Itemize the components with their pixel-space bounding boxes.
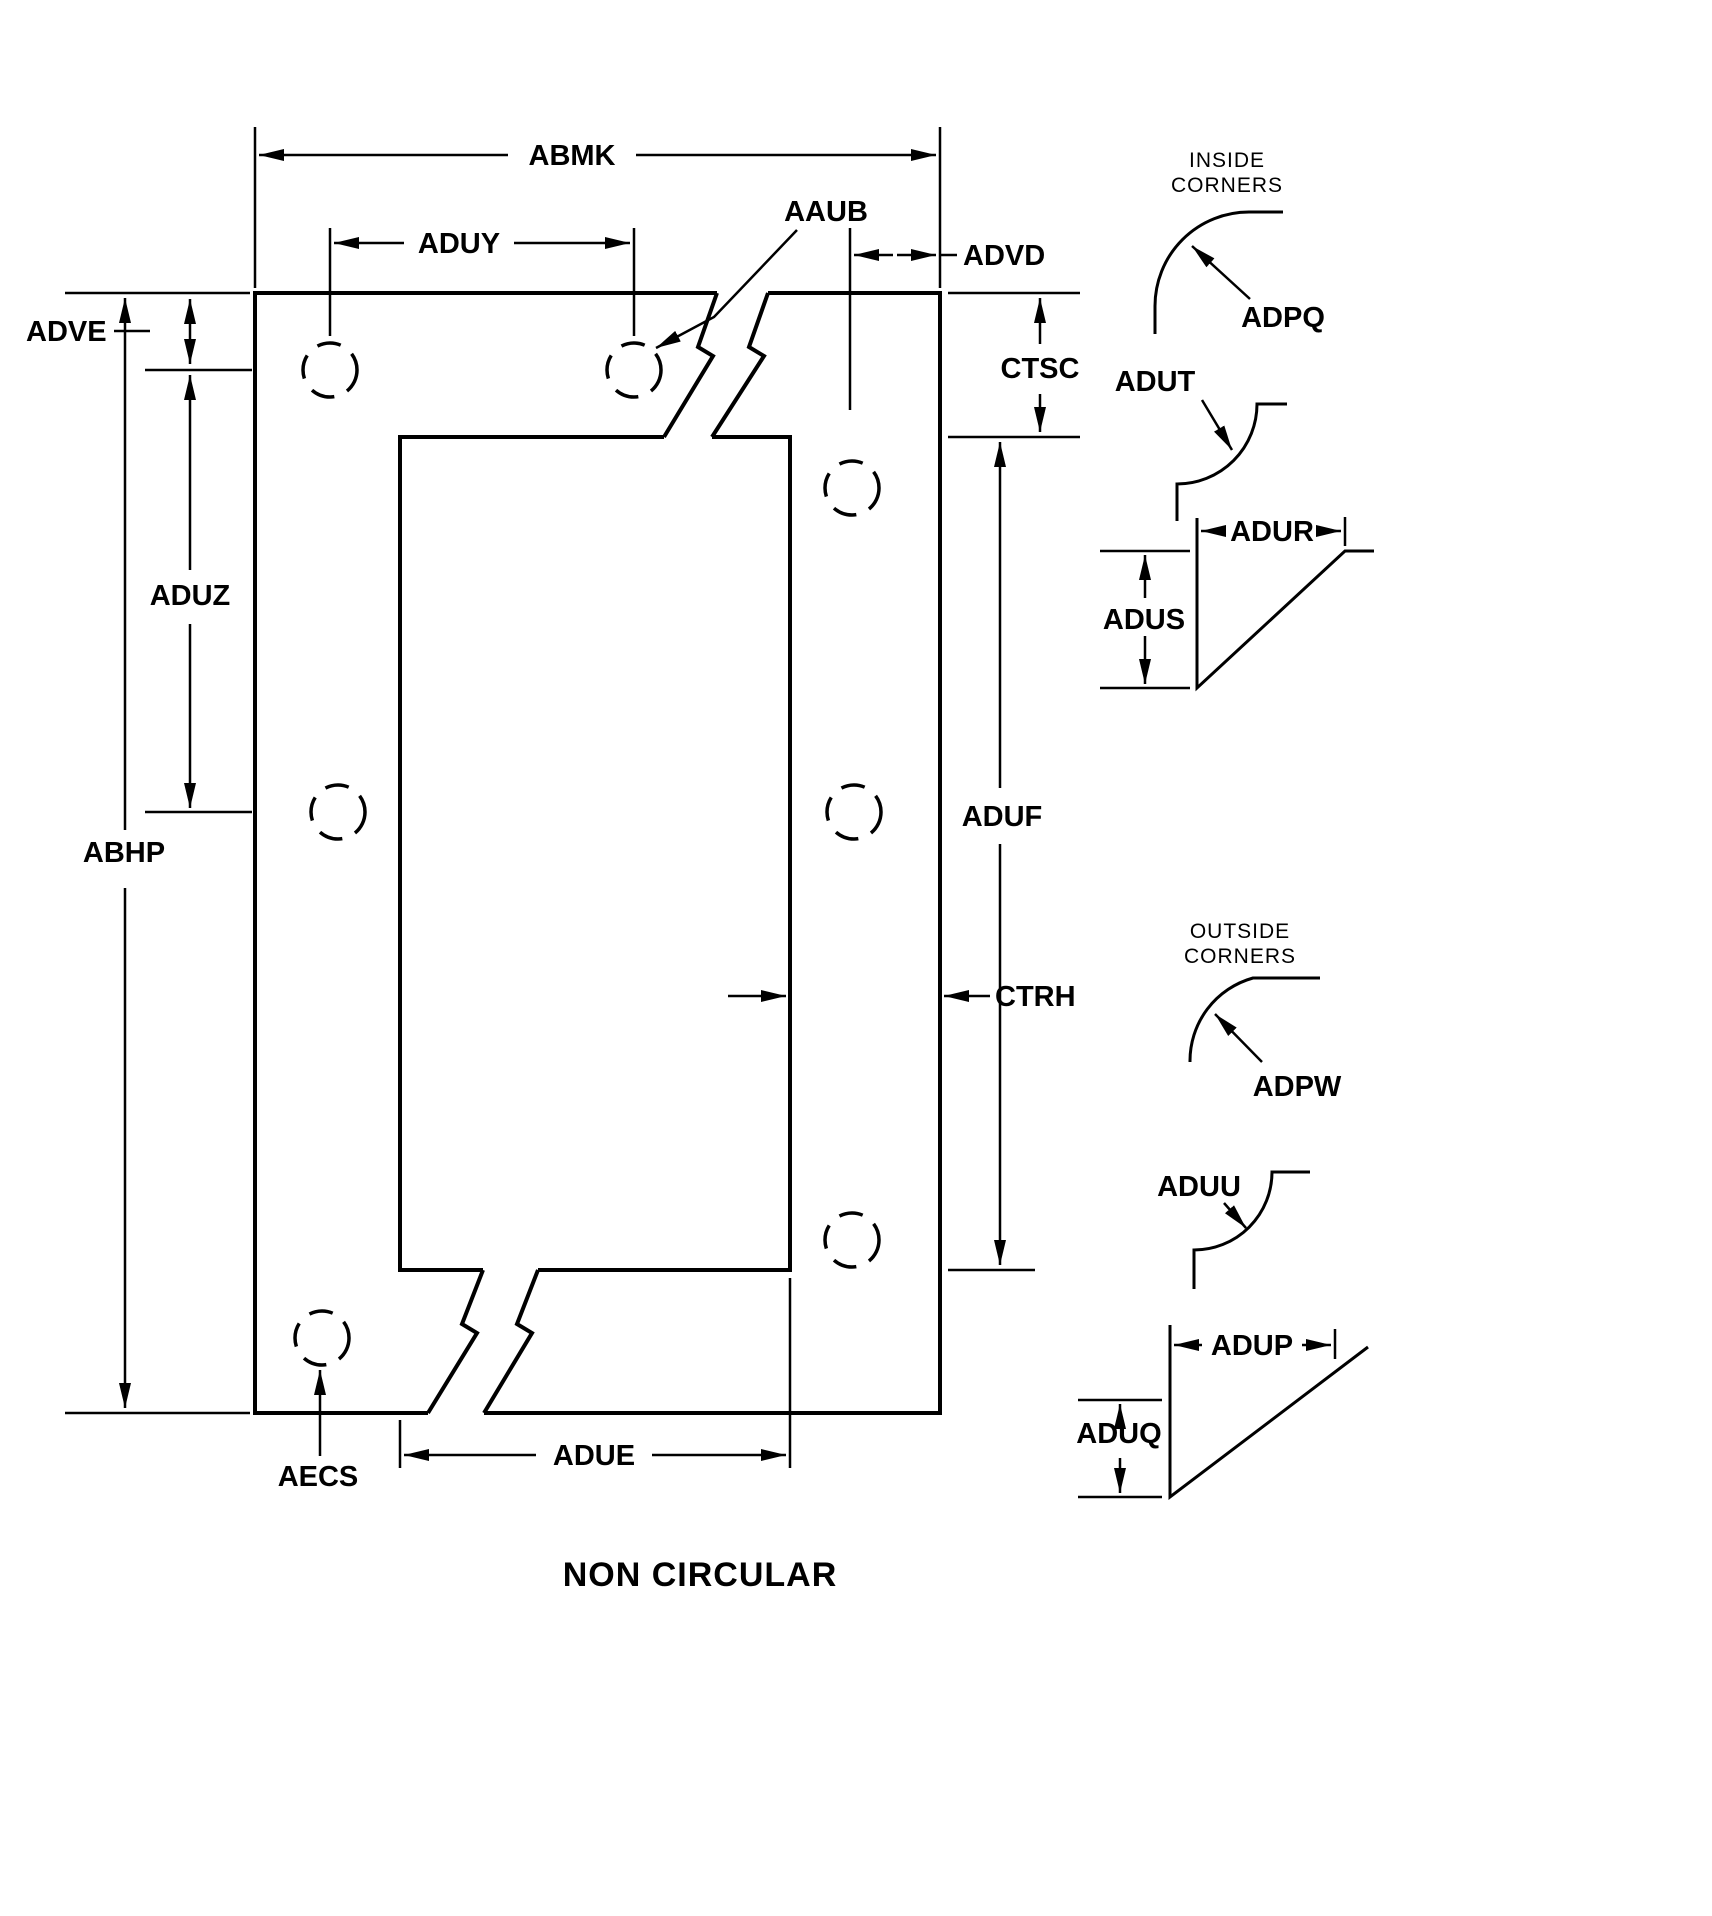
chamfer-top-extension-lines <box>1100 517 1347 690</box>
dim-advd-extension-lines <box>848 228 957 410</box>
inside-corners-heading-line1: INSIDE <box>1189 149 1265 172</box>
outside-corners-heading-line2: CORNERS <box>1184 945 1296 968</box>
dim-aduy-extension-lines <box>328 228 636 336</box>
adpw-label: ADPW <box>1253 1071 1342 1103</box>
adpq-leader-arrow <box>1191 245 1251 300</box>
dim-ctsc-extension-lines <box>948 291 1080 439</box>
callout-aecs: AECS <box>278 1370 359 1493</box>
dim-abmk: ABMK <box>253 127 942 288</box>
dim-abmk-extension-lines <box>253 127 942 288</box>
dim-adue-label: ADUE <box>553 1440 635 1472</box>
drawing-title: NON CIRCULAR <box>563 1556 838 1594</box>
dim-adve: ADVE <box>26 299 252 372</box>
mounting-hole-3 <box>823 459 881 517</box>
outside-corners-heading-line1: OUTSIDE <box>1190 920 1290 943</box>
dim-adue-extension-lines <box>398 1278 792 1468</box>
gasket-outline <box>253 291 942 1415</box>
dim-ctrh: CTRH <box>728 981 1076 1013</box>
aduu-label: ADUU <box>1157 1171 1241 1203</box>
mounting-hole-7 <box>293 1309 351 1367</box>
detail-adur-adus-chamfer: ADUR ADUS <box>1100 516 1374 692</box>
outside-corners-section: OUTSIDE CORNERS ADPW ADUU ADUP ADUQ <box>1076 920 1369 1501</box>
adpw-corner-curve <box>1188 976 1320 1063</box>
chamfer-top-edges <box>1195 518 1374 692</box>
detail-adup-aduq-chamfer: ADUP ADUQ <box>1076 1325 1369 1501</box>
chamfer-bottom-edges <box>1168 1325 1369 1501</box>
dim-ctsc: CTSC <box>948 291 1080 439</box>
mounting-hole-6 <box>823 1211 881 1269</box>
dim-abhp-label: ABHP <box>83 837 165 869</box>
dim-adus-label: ADUS <box>1103 604 1185 636</box>
dim-aduq-label: ADUQ <box>1076 1418 1161 1450</box>
dim-advd-label: ADVD <box>963 240 1045 272</box>
dim-ctsc-label: CTSC <box>1001 353 1080 385</box>
dim-ctrh-label: CTRH <box>995 981 1076 1013</box>
dim-abhp-extension-lines <box>65 291 250 1415</box>
adut-corner-curve <box>1175 402 1287 521</box>
mounting-hole-5 <box>825 783 883 841</box>
aaub-leader-arrow <box>655 229 798 350</box>
adpq-corner-curve <box>1153 210 1283 334</box>
outer-profile <box>253 291 942 1415</box>
dim-aduy-label: ADUY <box>418 228 500 260</box>
dim-aduz: ADUZ <box>145 375 252 814</box>
callout-aaub: AAUB <box>655 196 868 350</box>
dim-aduz-label: ADUZ <box>150 580 231 612</box>
dim-advd: ADVD <box>848 228 1045 410</box>
mounting-hole-2 <box>605 341 663 399</box>
detail-adpq: ADPQ <box>1153 210 1325 334</box>
chamfer-bottom-extension-lines <box>1078 1329 1337 1499</box>
dim-adue: ADUE <box>398 1278 792 1472</box>
dim-adve-extension-lines <box>114 329 252 372</box>
aecs-label: AECS <box>278 1461 359 1493</box>
dim-adur-label: ADUR <box>1230 516 1314 548</box>
inside-corners-section: INSIDE CORNERS ADPQ ADUT ADUR ADUS <box>1100 149 1374 692</box>
mounting-hole-4 <box>309 783 367 841</box>
detail-aduu: ADUU <box>1157 1170 1310 1289</box>
inner-cutout-profile <box>398 435 792 1272</box>
aduu-leader-arrow <box>1223 1202 1247 1229</box>
detail-adpw: ADPW <box>1188 976 1342 1103</box>
dim-abhp: ABHP <box>65 291 250 1415</box>
dim-aduy: ADUY <box>328 228 636 336</box>
dim-aduf: ADUF <box>948 442 1043 1272</box>
adpq-label: ADPQ <box>1241 302 1325 334</box>
adut-label: ADUT <box>1115 366 1196 398</box>
aaub-label: AAUB <box>784 196 868 228</box>
mounting-hole-1 <box>301 341 359 399</box>
dim-aduf-label: ADUF <box>962 801 1043 833</box>
dim-abmk-label: ABMK <box>529 140 616 172</box>
dim-adup-label: ADUP <box>1211 1330 1293 1362</box>
inside-corners-heading-line2: CORNERS <box>1171 174 1283 197</box>
dim-adve-label: ADVE <box>26 316 107 348</box>
adut-leader-arrow <box>1200 399 1234 451</box>
aduu-corner-curve <box>1192 1170 1310 1289</box>
detail-adut: ADUT <box>1115 366 1287 521</box>
adpw-leader-arrow <box>1214 1013 1263 1063</box>
break-lines <box>426 292 770 1415</box>
